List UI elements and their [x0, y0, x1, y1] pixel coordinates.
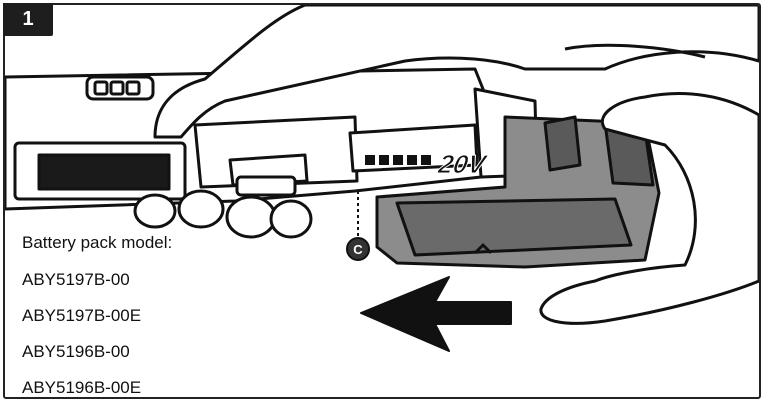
battery-model-list: Battery pack model: ABY5197B-00 ABY5197B…	[22, 233, 173, 397]
tool-housing	[5, 67, 485, 211]
step-number-badge: 1	[3, 3, 53, 36]
battery-model-item: ABY5196B-00	[22, 342, 130, 361]
battery-pack-label: Battery pack model:	[22, 233, 173, 252]
right-hand	[539, 92, 759, 325]
battery-model-item: ABY5196B-00E	[22, 378, 142, 397]
grip-slots	[365, 155, 431, 165]
battery-model-item: ABY5197B-00E	[22, 306, 142, 325]
voltage-label: 20V	[435, 149, 490, 179]
battery-model-item: ABY5197B-00	[22, 270, 130, 289]
callout-letter: C	[353, 242, 363, 257]
removal-arrow	[360, 276, 512, 352]
figure-frame: 20V C Battery pack model: ABY5197B-00 AB…	[3, 3, 761, 399]
lower-fingers	[133, 189, 313, 239]
battery-removal-illustration: 20V C	[5, 5, 759, 352]
callout-marker	[346, 237, 370, 261]
